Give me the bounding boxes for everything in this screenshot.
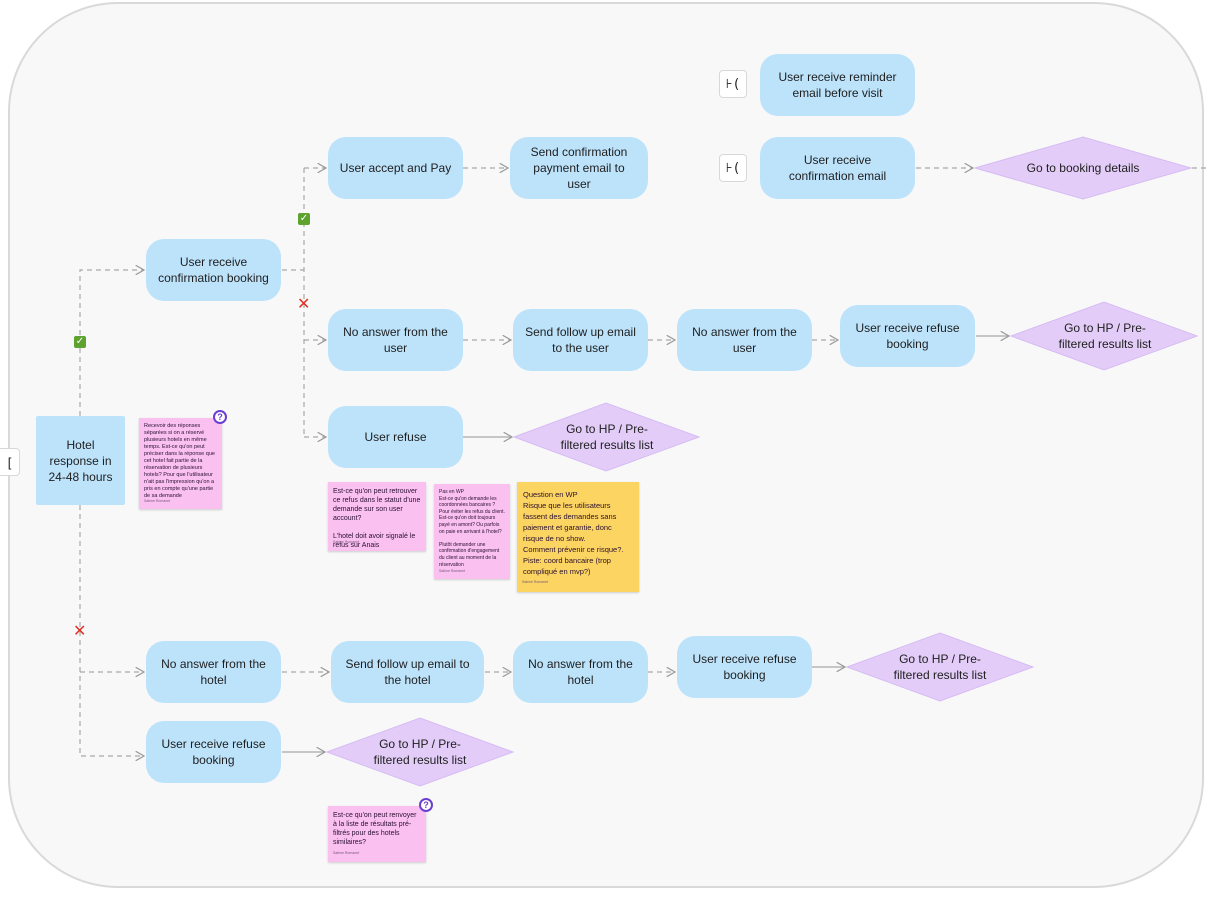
label-go-hp-1[interactable]: Go to HP / Pre-filtered results list	[1058, 321, 1152, 351]
node-user-receive-confirmation-booking[interactable]: User receive confirmation booking	[146, 239, 281, 301]
diamond-go-hp-3	[845, 632, 1035, 702]
sticky-note-question-wp[interactable]: Question en WP Risque que les utilisateu…	[517, 482, 639, 592]
sticky-text: Est-ce qu'on peut retrouver ce refus dan…	[333, 488, 421, 549]
diamond-go-booking-details	[973, 136, 1193, 200]
sticky-note-refus-status[interactable]: Est-ce qu'on peut retrouver ce refus dan…	[328, 482, 426, 551]
node-user-receive-refuse-2[interactable]: User receive refuse booking	[677, 636, 812, 698]
node-user-receive-refuse-1[interactable]: User receive refuse booking	[840, 305, 975, 367]
sticky-author: Sabine Romanet	[333, 851, 360, 855]
node-user-receive-reminder[interactable]: User receive reminder email before visit	[760, 54, 915, 116]
node-user-receive-confirmation-email[interactable]: User receive confirmation email	[760, 137, 915, 199]
label-go-hp-2[interactable]: Go to HP / Pre-filtered results list	[560, 422, 654, 452]
node-user-accept-pay[interactable]: User accept and Pay	[328, 137, 463, 199]
sticky-text: Recevoir des réponses séparées si on a r…	[144, 423, 215, 499]
offscreen-connector-stub: [	[0, 448, 20, 476]
sticky-text: Question en WP Risque que les utilisateu…	[523, 490, 624, 576]
sticky-author: Sabine Romanet	[522, 580, 549, 584]
sticky-text: Pas en WP Est-ce qu'on demande les coord…	[439, 489, 505, 568]
sticky-author: Sabine Romanet	[439, 569, 466, 573]
sticky-author: Sabine Romanet	[333, 540, 360, 544]
node-send-follow-up-hotel[interactable]: Send follow up email to the hotel	[331, 641, 484, 703]
node-no-answer-hotel-2[interactable]: No answer from the hotel	[513, 641, 648, 703]
node-send-confirmation-payment[interactable]: Send confirmation payment email to user	[510, 137, 648, 199]
node-send-follow-up-user[interactable]: Send follow up email to the user	[513, 309, 648, 371]
diamond-go-hp-2	[512, 402, 701, 472]
question-icon[interactable]: ?	[419, 798, 433, 812]
node-hotel-response[interactable]: Hotel response in 24-48 hours	[36, 416, 125, 505]
sticky-text: Est-ce qu'on peut renvoyer à la liste de…	[333, 812, 417, 846]
label-go-hp-3[interactable]: Go to HP / Pre-filtered results list	[893, 652, 987, 682]
sticky-note-multiple-hotels[interactable]: Recevoir des réponses séparées si on a r…	[139, 418, 222, 509]
email-icon: ⊦(	[719, 70, 747, 98]
node-user-receive-refuse-3[interactable]: User receive refuse booking	[146, 721, 281, 783]
diamond-go-hp-1	[1009, 301, 1199, 371]
node-user-refuse[interactable]: User refuse	[328, 406, 463, 468]
sticky-author: Sabine Romanet	[144, 499, 171, 503]
node-no-answer-hotel-1[interactable]: No answer from the hotel	[146, 641, 281, 703]
node-no-answer-user-2[interactable]: No answer from the user	[677, 309, 812, 371]
check-icon: ✓	[74, 336, 86, 348]
cross-icon: ✕	[73, 623, 87, 640]
connector-hotel-up	[79, 270, 144, 416]
connector-hotel-down	[79, 505, 144, 756]
email-icon: ⊦(	[719, 154, 747, 182]
sticky-note-wp-bank[interactable]: Pas en WP Est-ce qu'on demande les coord…	[434, 484, 510, 579]
check-icon: ✓	[298, 213, 310, 225]
cross-icon: ✕	[297, 296, 311, 313]
sticky-note-similar-hotels[interactable]: Est-ce qu'on peut renvoyer à la liste de…	[328, 806, 426, 862]
label-go-hp-4[interactable]: Go to HP / Pre-filtered results list	[373, 737, 467, 767]
diamond-go-hp-4	[325, 717, 515, 787]
node-no-answer-user-1[interactable]: No answer from the user	[328, 309, 463, 371]
label-go-booking-details[interactable]: Go to booking details	[1026, 161, 1140, 175]
question-icon[interactable]: ?	[213, 410, 227, 424]
